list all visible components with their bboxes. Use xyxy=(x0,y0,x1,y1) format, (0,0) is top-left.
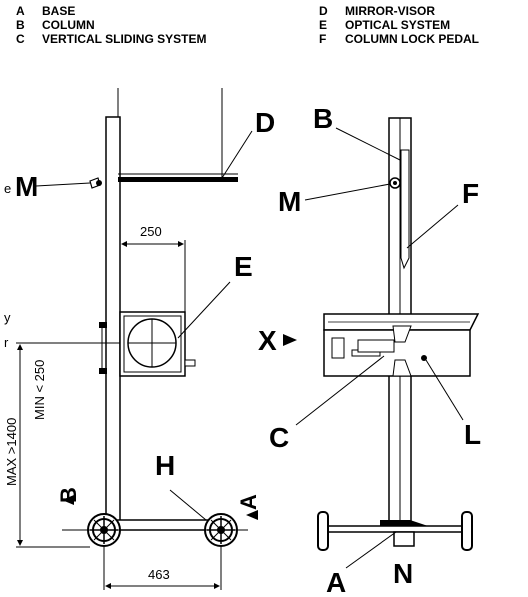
callout-section-a: A xyxy=(236,494,261,510)
side-wheel-left xyxy=(317,511,329,551)
dim-463-arrow-left xyxy=(105,583,111,589)
dim-463-label: 463 xyxy=(148,567,170,582)
side-base xyxy=(321,525,473,533)
leader-front-d xyxy=(221,130,253,179)
dim-250-arrow-right xyxy=(178,241,184,247)
leader-front-m xyxy=(35,182,91,187)
front-column xyxy=(105,116,121,526)
leader-side-m xyxy=(304,183,391,201)
callout-side-x: X xyxy=(258,325,277,356)
callout-side-n: N xyxy=(393,558,413,589)
callout-side-a: A xyxy=(326,567,346,597)
dim-height-arrow-top xyxy=(17,344,23,350)
dim-min-label: MIN < 250 xyxy=(32,360,47,420)
side-clamp-top xyxy=(392,325,412,343)
front-knob-center xyxy=(96,180,102,186)
side-arrow-x xyxy=(283,334,297,346)
callout-front-m: M xyxy=(15,171,38,202)
callout-front-m-prefix: e xyxy=(4,181,11,196)
callout-side-f: F xyxy=(462,178,479,209)
callout-side-b: B xyxy=(313,103,333,134)
callout-front-e: E xyxy=(234,251,253,282)
callout-front-d: D xyxy=(255,107,275,138)
dim-height-arrow-bottom xyxy=(17,540,23,546)
dim-max-label: MAX >1400 xyxy=(4,418,19,486)
callout-side-m: M xyxy=(278,186,301,217)
section-arrow-a xyxy=(246,510,258,520)
side-sliding-bracket xyxy=(357,339,395,353)
front-clamp-top xyxy=(99,322,107,328)
leader-side-f xyxy=(406,204,459,249)
leader-side-a xyxy=(345,531,397,569)
front-clamp-bottom xyxy=(99,368,107,374)
front-optical-inner xyxy=(123,315,182,373)
side-lock-pedal-f xyxy=(400,149,410,270)
section-arrow-b xyxy=(62,495,74,505)
callout-section-b: B xyxy=(56,487,81,503)
leader-side-b xyxy=(335,127,401,161)
front-mirror-visor xyxy=(118,177,238,182)
leader-side-c xyxy=(295,355,385,426)
side-foot-n xyxy=(393,531,415,547)
front-view: 250 463 xyxy=(4,88,275,590)
side-lever-l xyxy=(421,355,427,361)
dim-250-label: 250 xyxy=(140,224,162,239)
callout-cut-left-1: y xyxy=(4,310,11,325)
side-view: B M F X C L A N xyxy=(258,103,481,597)
side-clamp-bottom xyxy=(392,359,412,377)
dim-463-arrow-right xyxy=(214,583,220,589)
leader-front-h xyxy=(169,489,207,521)
callout-side-c: C xyxy=(269,422,289,453)
callout-front-h: H xyxy=(155,450,175,481)
side-optical-window xyxy=(331,337,345,359)
callout-side-l: L xyxy=(464,419,481,450)
leader-front-e xyxy=(177,281,231,339)
dim-250-arrow-left xyxy=(121,241,127,247)
side-knob-center xyxy=(393,181,397,185)
callout-cut-left-2: r xyxy=(4,335,9,350)
front-optical-handle xyxy=(184,359,196,367)
leader-side-l xyxy=(425,359,464,421)
side-wheel-right xyxy=(461,511,473,551)
